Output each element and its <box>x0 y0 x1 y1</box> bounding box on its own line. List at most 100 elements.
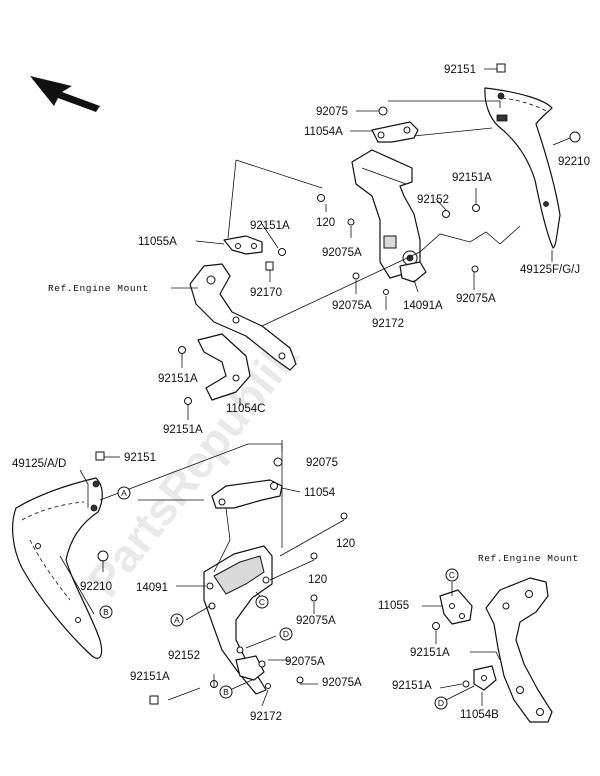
engine-mount-frame-part <box>485 577 553 723</box>
bolt-92152-icon <box>442 210 450 218</box>
part-label: 120 <box>308 574 327 586</box>
bracket-11054a-part <box>371 121 419 143</box>
watermark-text: PartsRepublik <box>77 330 309 606</box>
part-label: 92151 <box>124 452 156 464</box>
screw-hole-icon <box>543 201 549 207</box>
ref-marker-a: A <box>121 488 127 498</box>
engine-mount-bar-part <box>189 263 297 371</box>
damper-14091a-part <box>399 261 427 283</box>
screw-92172-icon <box>383 289 389 295</box>
engine-mount-labels: Ref.Engine Mount 11055 92151A 92151A 110… <box>378 553 579 721</box>
lower-cowl-assembly <box>12 440 348 707</box>
part-label: 92075A <box>296 615 336 627</box>
bolt-icon <box>184 397 192 405</box>
part-label: 92075 <box>306 457 338 469</box>
part-label: 92172 <box>372 318 404 330</box>
reference-engine-mount-top: Ref.Engine Mount <box>48 283 149 294</box>
ref-marker-b: B <box>103 607 109 617</box>
screw-hole-icon <box>92 480 100 488</box>
part-label: 92152 <box>168 650 200 662</box>
part-label: 92172 <box>250 711 282 723</box>
part-label: 92170 <box>250 287 282 299</box>
screw-92172-icon <box>265 683 271 689</box>
bolt-92151a-icon <box>149 695 159 705</box>
part-label: 92210 <box>558 156 590 168</box>
part-label: 14091 <box>136 582 168 594</box>
ref-marker-c: C <box>259 597 265 607</box>
damper-part <box>235 655 265 681</box>
bolt-icon <box>432 622 440 630</box>
part-label: 92075A <box>322 677 362 689</box>
reference-markers-lower: A B A C D B <box>99 486 293 699</box>
ref-marker-d: D <box>438 698 444 708</box>
part-label: 92151 <box>444 64 476 76</box>
part-label: 92151A <box>130 671 170 683</box>
left-side-cowl-part <box>12 477 103 659</box>
washer-92075-icon <box>378 106 388 116</box>
upper-assembly-labels: 92151 92075 11054A 92210 92151A 92152 12… <box>48 64 590 436</box>
part-label: 11054 <box>304 487 336 499</box>
screw-120-icon <box>317 194 325 202</box>
part-label: 92151A <box>250 220 290 232</box>
part-label: 120 <box>336 538 355 550</box>
part-label: 92075A <box>332 300 372 312</box>
part-label: 120 <box>316 217 335 229</box>
bracket-11055-part <box>439 589 473 625</box>
bracket-11055a-part <box>223 235 263 255</box>
screw-120-icon <box>340 512 348 520</box>
part-label: 92151A <box>158 373 198 385</box>
front-direction-arrow-icon <box>30 76 100 112</box>
part-label: 11054C <box>226 403 265 415</box>
part-label: 92152 <box>417 194 449 206</box>
bolt-92151-icon <box>95 451 105 461</box>
clip-92170-icon <box>265 261 274 271</box>
part-label: 14091A <box>403 300 443 312</box>
reference-markers-right: C D <box>434 568 459 710</box>
washer-92075a-icon <box>296 676 304 684</box>
part-label: 49125F/G/J <box>520 264 580 276</box>
nut-92210-icon <box>97 550 109 562</box>
washer-92075a-icon <box>258 660 266 668</box>
part-label: 92151A <box>452 172 492 184</box>
part-label: 11055A <box>138 236 177 248</box>
part-label: 92075A <box>456 293 496 305</box>
screw-hole-icon <box>497 92 505 100</box>
washer-92075a-icon <box>310 594 318 602</box>
clip-icon <box>496 114 508 122</box>
bracket-11054c-part <box>197 333 251 401</box>
upper-cowl-assembly <box>171 63 581 420</box>
washer-92075a-icon <box>352 272 360 280</box>
nut-92210-icon <box>569 131 581 143</box>
part-label: 92151A <box>392 680 432 692</box>
screw-120-icon <box>310 552 318 560</box>
part-label: 92210 <box>80 581 112 593</box>
part-label: 11054B <box>460 709 499 721</box>
ref-marker-a: A <box>174 615 180 625</box>
ref-marker-d: D <box>283 629 289 639</box>
bolt-icon <box>462 680 470 688</box>
nut-icon <box>278 248 286 256</box>
engine-mount-lower-assembly <box>422 577 553 723</box>
bolt-92151a-icon <box>472 204 480 212</box>
ref-marker-b: B <box>223 687 229 697</box>
part-label: 92151A <box>163 424 203 436</box>
bolt-icon <box>178 346 186 354</box>
part-label: 92075A <box>322 247 362 259</box>
ref-marker-c: C <box>449 570 455 580</box>
part-label: 11055 <box>378 600 409 612</box>
right-side-cowl-part <box>484 87 561 249</box>
lower-assembly-labels: 49125/A/D 92151 92075 11054 120 120 9221… <box>12 452 362 723</box>
reference-engine-mount-bottom: Ref.Engine Mount <box>478 553 579 564</box>
bolt-92151-icon <box>496 63 506 73</box>
part-label: 92075A <box>285 656 325 668</box>
washer-92075a-icon <box>347 218 355 226</box>
washer-92075-icon <box>273 457 283 467</box>
inner-bracket-part <box>351 149 421 279</box>
screw-hole-icon <box>90 504 98 512</box>
part-label: 92075 <box>316 106 348 118</box>
part-label: 49125/A/D <box>12 458 66 470</box>
washer-92075a-icon <box>471 265 479 273</box>
part-label: 92151A <box>410 647 450 659</box>
